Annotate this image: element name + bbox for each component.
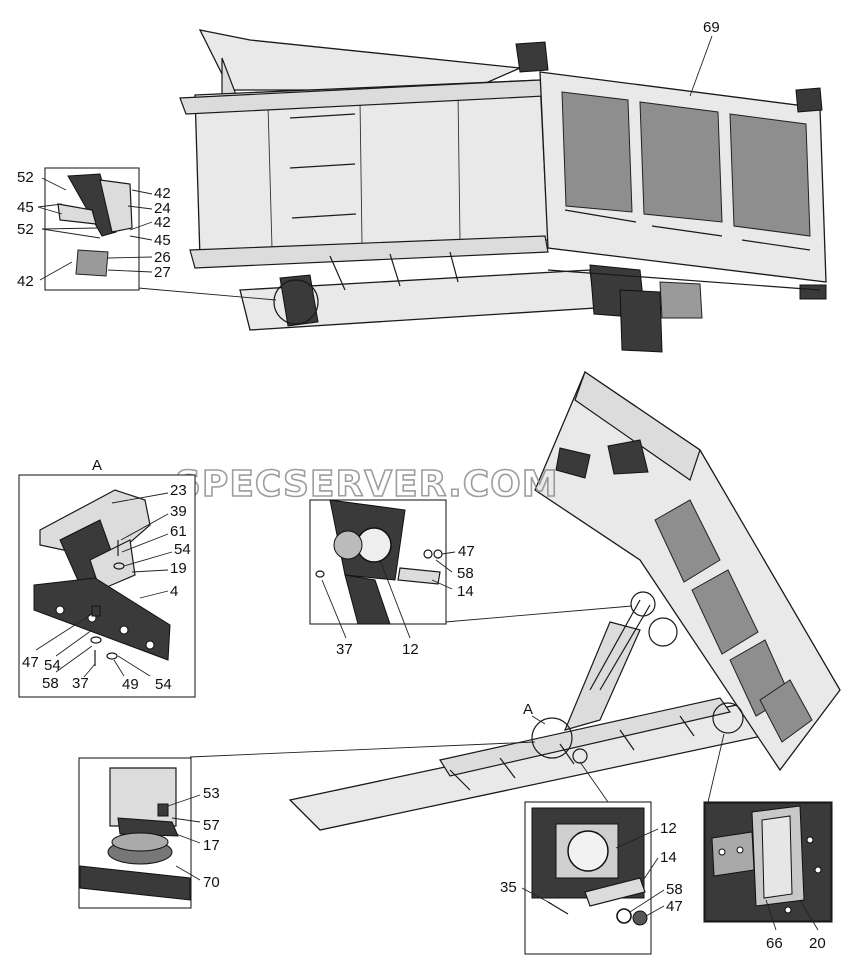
callout-12: 12 bbox=[660, 820, 677, 837]
leader-line bbox=[189, 741, 536, 758]
callout-27: 27 bbox=[154, 264, 171, 281]
callout-37: 37 bbox=[336, 641, 353, 658]
callout-52: 52 bbox=[17, 221, 34, 238]
callout-19: 19 bbox=[170, 560, 187, 577]
detail-circle-pin bbox=[630, 591, 656, 617]
leader-line bbox=[444, 605, 633, 623]
leader-line bbox=[531, 715, 546, 725]
detail-circle-a bbox=[531, 717, 573, 759]
inset-support-detail bbox=[37, 167, 153, 291]
callout-57: 57 bbox=[203, 817, 220, 834]
callout-37: 37 bbox=[72, 675, 89, 692]
callout-54: 54 bbox=[174, 541, 191, 558]
inset-pin-detail bbox=[309, 499, 456, 639]
callout-42: 42 bbox=[17, 273, 34, 290]
callout-47: 47 bbox=[458, 543, 475, 560]
callout-17: 17 bbox=[203, 837, 220, 854]
callout-14: 14 bbox=[457, 583, 474, 600]
dump-body-lowered-view bbox=[179, 29, 827, 353]
callout-24: 24 bbox=[154, 200, 171, 217]
callout-39: 39 bbox=[170, 503, 187, 520]
callout-69: 69 bbox=[703, 19, 720, 36]
callout-49: 49 bbox=[122, 676, 139, 693]
callout-47: 47 bbox=[22, 654, 39, 671]
callout-42: 42 bbox=[154, 185, 171, 202]
callout-45: 45 bbox=[154, 232, 171, 249]
inset-cushion-detail bbox=[78, 757, 201, 909]
callout-58: 58 bbox=[666, 881, 683, 898]
callout-47: 47 bbox=[666, 898, 683, 915]
callout-12: 12 bbox=[402, 641, 419, 658]
callout-42: 42 bbox=[154, 214, 171, 231]
callout-14: 14 bbox=[660, 849, 677, 866]
callout-53: 53 bbox=[203, 785, 220, 802]
inset-hinge-detail bbox=[703, 801, 833, 931]
callout-54: 54 bbox=[155, 676, 172, 693]
detail-circle-support bbox=[273, 279, 319, 325]
dump-body-raised-view bbox=[288, 371, 841, 831]
detail-circle-hinge bbox=[712, 702, 744, 734]
leader-line bbox=[689, 35, 713, 97]
leader-line bbox=[707, 733, 725, 803]
detail-circle-plate bbox=[572, 748, 588, 764]
callout-23: 23 bbox=[170, 482, 187, 499]
inset-detail-a bbox=[18, 474, 196, 698]
detail-marker-a: A bbox=[523, 701, 533, 718]
detail-circle-pin-2 bbox=[648, 617, 678, 647]
watermark: SPECSERVER.COM bbox=[175, 464, 559, 505]
inset-a-title: A bbox=[92, 457, 102, 474]
callout-58: 58 bbox=[457, 565, 474, 582]
callout-45: 45 bbox=[17, 199, 34, 216]
callout-66: 66 bbox=[766, 935, 783, 952]
callout-61: 61 bbox=[170, 523, 187, 540]
inset-plate-detail bbox=[521, 801, 665, 955]
leader-line bbox=[137, 287, 277, 301]
callout-58: 58 bbox=[42, 675, 59, 692]
callout-4: 4 bbox=[170, 583, 178, 600]
callout-26: 26 bbox=[154, 249, 171, 266]
leader-line bbox=[579, 761, 609, 803]
callout-52: 52 bbox=[17, 169, 34, 186]
callout-35: 35 bbox=[500, 879, 517, 896]
callout-20: 20 bbox=[809, 935, 826, 952]
callout-70: 70 bbox=[203, 874, 220, 891]
callout-54: 54 bbox=[44, 657, 61, 674]
